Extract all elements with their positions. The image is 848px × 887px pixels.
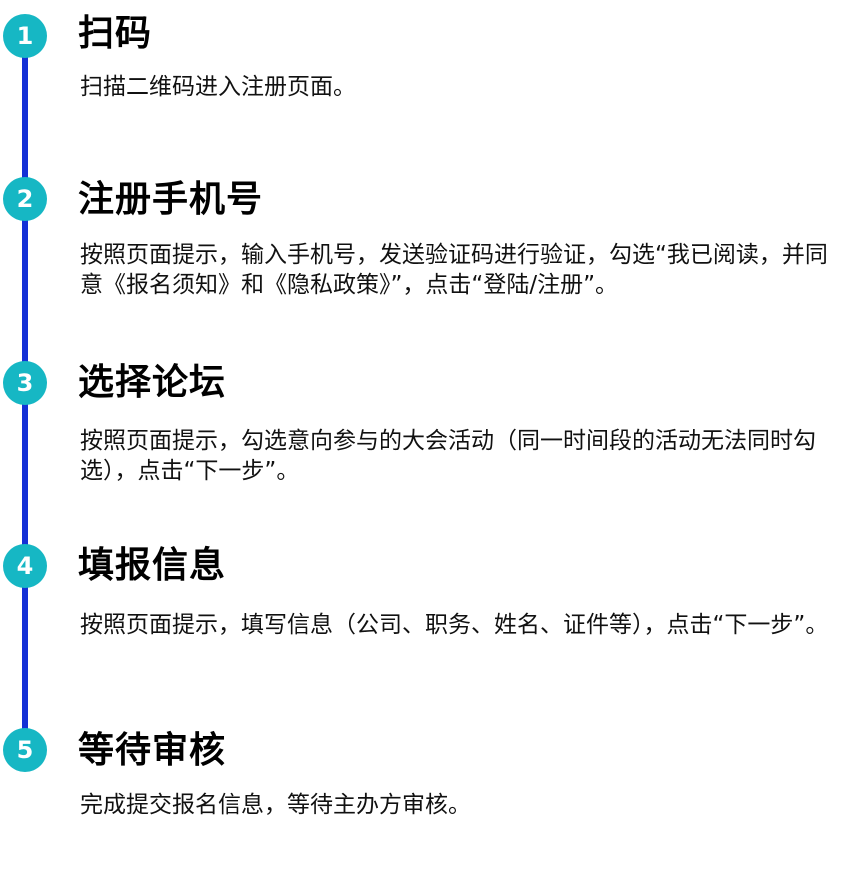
- step-number-badge: 4: [3, 544, 47, 588]
- step-number-badge: 2: [3, 177, 47, 221]
- step-title: 填报信息: [78, 545, 227, 586]
- step-number-badge: 1: [3, 14, 47, 58]
- step-number-badge: 3: [3, 361, 47, 405]
- step-title: 注册手机号: [78, 179, 264, 220]
- step-title: 选择论坛: [78, 362, 227, 403]
- step-title: 等待审核: [78, 730, 227, 771]
- step-description: 扫描二维码进入注册页面。: [80, 74, 356, 100]
- step-title: 扫码: [78, 13, 153, 54]
- step-description: 按照页面提示，输入手机号，发送验证码进行验证，勾选“我已阅读，并同意《报名须知》…: [80, 242, 828, 298]
- step-description: 按照页面提示，勾选意向参与的大会活动（同一时间段的活动无法同时勾选），点击“下一…: [80, 428, 816, 484]
- step-description: 完成提交报名信息，等待主办方审核。: [80, 792, 471, 818]
- step-description: 按照页面提示，填写信息（公司、职务、姓名、证件等），点击“下一步”。: [80, 612, 829, 638]
- step-number-badge: 5: [3, 728, 47, 772]
